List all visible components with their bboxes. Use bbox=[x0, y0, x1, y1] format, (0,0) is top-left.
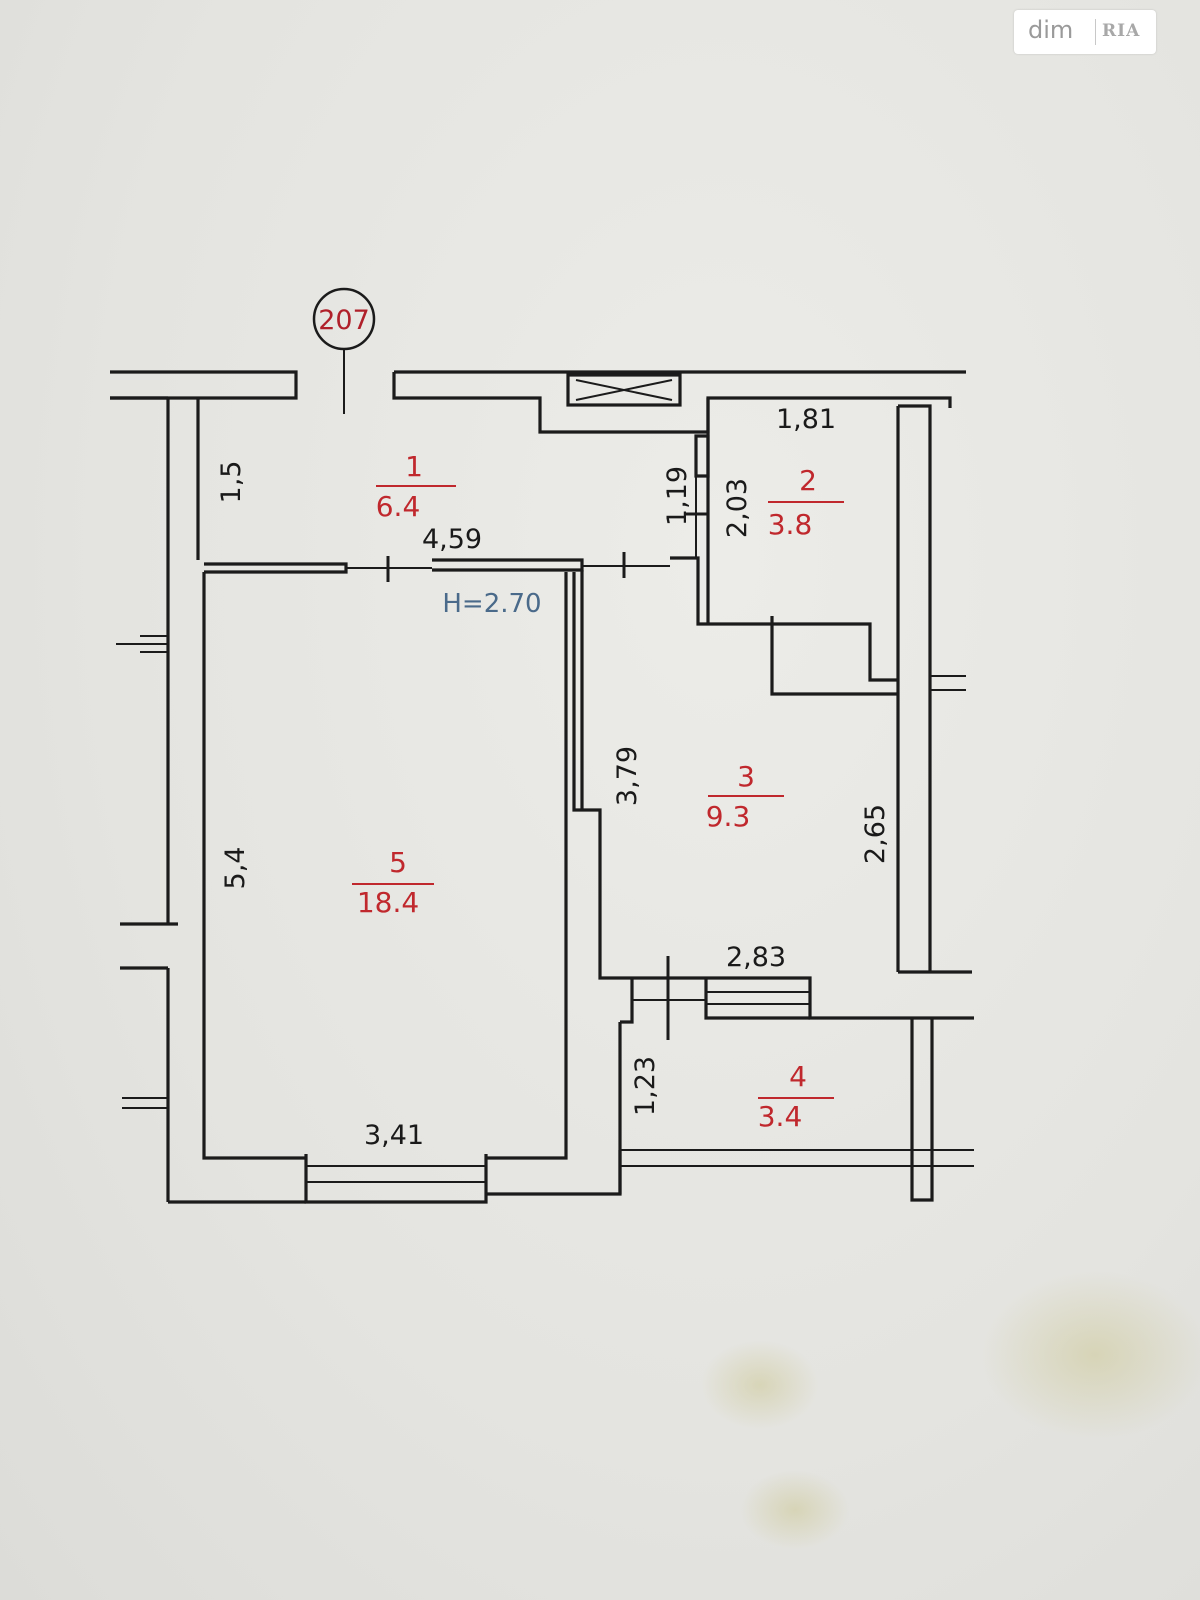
ceiling-height-label: H=2.70 bbox=[442, 589, 541, 619]
room-4-label: 4 3.4 bbox=[758, 1060, 834, 1133]
apartment-marker: 207 bbox=[312, 287, 376, 414]
dim-room1-width: 4,59 bbox=[422, 524, 482, 555]
paper-stain bbox=[980, 1270, 1200, 1440]
room-1-number: 1 bbox=[405, 450, 423, 483]
dim-room2-width: 1,81 bbox=[776, 404, 836, 435]
room-2-label: 2 3.8 bbox=[768, 464, 844, 541]
room-5-area: 18.4 bbox=[357, 886, 419, 919]
dim-room1-depth: 1,5 bbox=[216, 461, 247, 504]
dimension-labels: 1,5 4,59 1,81 2,03 1,19 3,79 2,65 2,83 1… bbox=[216, 404, 891, 1151]
room-3-number: 3 bbox=[737, 760, 755, 793]
room-2-area: 3.8 bbox=[768, 508, 813, 541]
dim-door-gap: 1,19 bbox=[662, 466, 693, 526]
room-5-number: 5 bbox=[389, 846, 407, 879]
room-3-area: 9.3 bbox=[706, 800, 751, 833]
apartment-number: 207 bbox=[318, 305, 370, 336]
room-1-label: 1 6.4 bbox=[376, 450, 456, 523]
paper-stain bbox=[740, 1470, 850, 1550]
dimria-watermark: dim RIA bbox=[1014, 10, 1156, 54]
watermark-separator bbox=[1095, 19, 1096, 45]
room-2-number: 2 bbox=[799, 464, 817, 497]
walls bbox=[110, 370, 974, 1204]
dim-room3-depth: 3,79 bbox=[612, 746, 643, 806]
watermark-brand: dim bbox=[1028, 16, 1074, 44]
dim-room3-width: 2,83 bbox=[726, 942, 786, 973]
room-4-number: 4 bbox=[789, 1060, 807, 1093]
room-4-area: 3.4 bbox=[758, 1100, 803, 1133]
dim-room2-depth: 2,03 bbox=[722, 478, 753, 538]
dim-room5-depth: 5,4 bbox=[220, 847, 251, 890]
watermark-logo: RIA bbox=[1102, 21, 1141, 41]
room-1-area: 6.4 bbox=[376, 490, 421, 523]
room-5-label: 5 18.4 bbox=[352, 846, 434, 919]
paper-stain bbox=[700, 1340, 820, 1430]
dim-room3-side: 2,65 bbox=[860, 804, 891, 864]
room-3-label: 3 9.3 bbox=[706, 760, 784, 833]
dim-room4-depth: 1,23 bbox=[630, 1056, 661, 1116]
dim-room5-width: 3,41 bbox=[364, 1120, 424, 1151]
